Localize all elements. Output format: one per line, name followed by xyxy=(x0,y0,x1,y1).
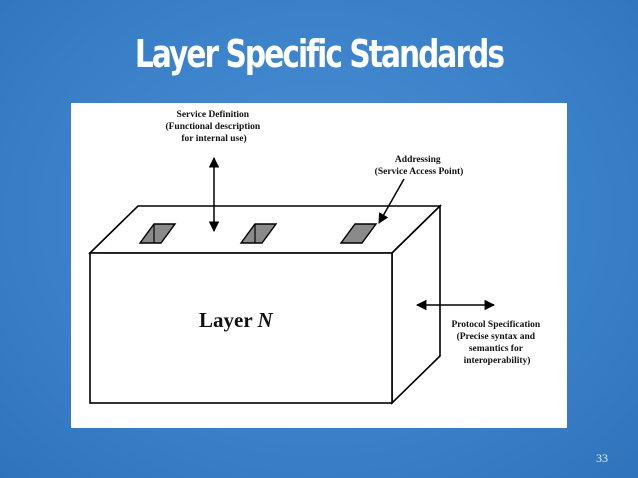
protocol-line-3: semantics for xyxy=(469,344,524,354)
layer-word: Layer xyxy=(199,308,258,332)
addressing-line-1: Addressing xyxy=(395,155,441,165)
service-definition-label: Service Definition (Functional descripti… xyxy=(165,110,262,144)
protocol-specification-label: Protocol Specification (Precise syntax a… xyxy=(451,320,542,366)
protocol-line-2: (Precise syntax and xyxy=(457,331,536,342)
service-access-point-2 xyxy=(239,223,278,244)
diagram-panel: Service Definition (Functional descripti… xyxy=(71,103,567,428)
service-access-point-3 xyxy=(339,223,378,244)
layer-diagram: Service Definition (Functional descripti… xyxy=(88,110,542,405)
addressing-label: Addressing (Service Access Point) xyxy=(375,155,464,177)
page-number: 33 xyxy=(596,451,608,465)
protocol-line-1: Protocol Specification xyxy=(451,320,540,330)
protocol-line-4: interoperability) xyxy=(464,355,531,366)
addressing-line-2: (Service Access Point) xyxy=(375,166,464,177)
service-access-point-1 xyxy=(138,223,177,244)
service-definition-line-2: (Functional description xyxy=(165,121,260,132)
layer-n-label: Layer N xyxy=(199,308,274,332)
slide-title: Layer Specific Standards xyxy=(134,32,505,76)
layer-variable: N xyxy=(257,308,274,332)
box-front-face xyxy=(89,252,393,404)
addressing-arrow xyxy=(378,178,405,224)
service-definition-line-1: Service Definition xyxy=(177,110,250,120)
service-definition-line-3: for internal use) xyxy=(181,133,246,144)
